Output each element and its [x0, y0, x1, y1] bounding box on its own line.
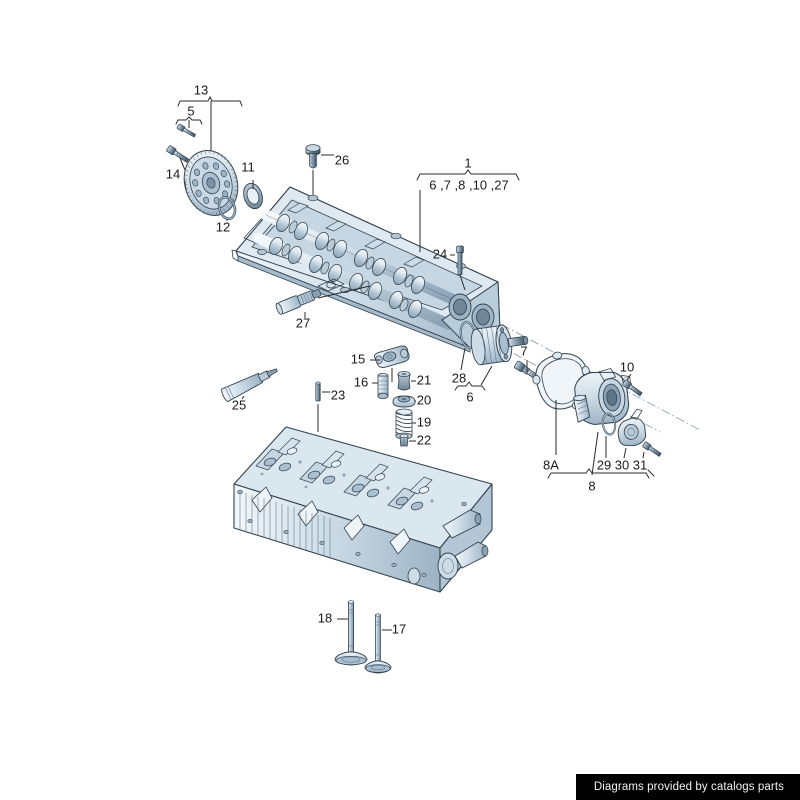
part-30-vacuum-connector-flange: [617, 408, 647, 459]
callout-30: 30: [615, 457, 629, 472]
bracket-1: [416, 169, 520, 181]
bracket-5: [175, 116, 203, 128]
callout-6: 6: [466, 389, 473, 404]
part-15-roller-rocker: [370, 345, 410, 382]
callout-28: 28: [452, 370, 466, 385]
bracket-8: [547, 468, 650, 479]
part-17-exhaust-valve: [364, 613, 392, 674]
part-11-camshaft-oil-seal: [243, 180, 263, 210]
callout-29: 29: [597, 457, 611, 472]
bracket-13: [177, 95, 243, 155]
callout-1: 1: [464, 155, 471, 170]
callout-labels: 13 5 14 11 12 26 27 1 6 ,7 ,8 ,10 ,27 24…: [166, 82, 647, 636]
callout-11: 11: [241, 159, 255, 174]
bracket-6: [454, 381, 486, 391]
part-12-o-ring: [217, 195, 237, 221]
part-6-camshaft-adjuster: [470, 324, 529, 386]
callout-21: 21: [417, 372, 431, 387]
part-14-sprocket-bolt: [166, 145, 190, 171]
part-22-valve-collet: [399, 433, 416, 447]
part-27-camshaft-position-sensor: [275, 285, 371, 318]
watermark-text: Diagrams provided by catalogs parts: [593, 781, 784, 793]
callout-14: 14: [166, 166, 180, 181]
callout-23: 23: [331, 387, 345, 402]
callout-24: 24: [433, 246, 447, 261]
callout-8: 8: [588, 478, 595, 493]
callout-12: 12: [216, 219, 230, 234]
callout-16: 16: [354, 374, 368, 389]
part-5-bolt-small: [176, 123, 197, 138]
part-20-valve-spring-seat: [392, 395, 416, 408]
callout-10: 10: [620, 359, 634, 374]
callout-19: 19: [417, 414, 431, 429]
part-13-camshaft-sprocket: [183, 150, 239, 216]
callout-22: 22: [417, 432, 431, 447]
callout-5: 5: [187, 103, 194, 118]
callout-15: 15: [351, 351, 365, 366]
part-26-cover-stud-bolt: [305, 144, 334, 252]
callout-17: 17: [392, 621, 406, 636]
part-29-vacuum-pump-o-ring: [601, 412, 617, 458]
part-8-vacuum-pump: [573, 368, 631, 476]
part-10-vacuum-pump-bolt: [622, 373, 643, 397]
callout-8A: 8A: [543, 457, 559, 472]
camshafts: [252, 209, 458, 330]
part-24-cover-bolt: [450, 245, 466, 291]
callout-27: 27: [296, 315, 310, 330]
part-18-intake-valve: [334, 600, 368, 666]
callout-18: 18: [318, 610, 332, 625]
callout-7: 7: [520, 343, 527, 358]
part-25-sealant-tube: [221, 368, 278, 403]
part-31-connector-bolt: [642, 441, 662, 477]
cylinder-head-casting: [233, 426, 493, 593]
callout-1-includes: 6 ,7 ,8 ,10 ,27: [429, 177, 509, 192]
callout-31: 31: [633, 457, 647, 472]
part-23-dowel-pin: [315, 381, 330, 432]
callout-20: 20: [417, 392, 431, 407]
part-16-hydraulic-lifter: [372, 372, 389, 399]
callout-13: 13: [194, 82, 208, 97]
part-21-valve-stem-seal: [397, 371, 416, 391]
watermark-banner: Diagrams provided by catalogs parts: [575, 774, 800, 800]
part-1-cylinder-head-cover: [231, 186, 501, 353]
callout-26: 26: [335, 152, 349, 167]
callout-25: 25: [232, 397, 246, 412]
